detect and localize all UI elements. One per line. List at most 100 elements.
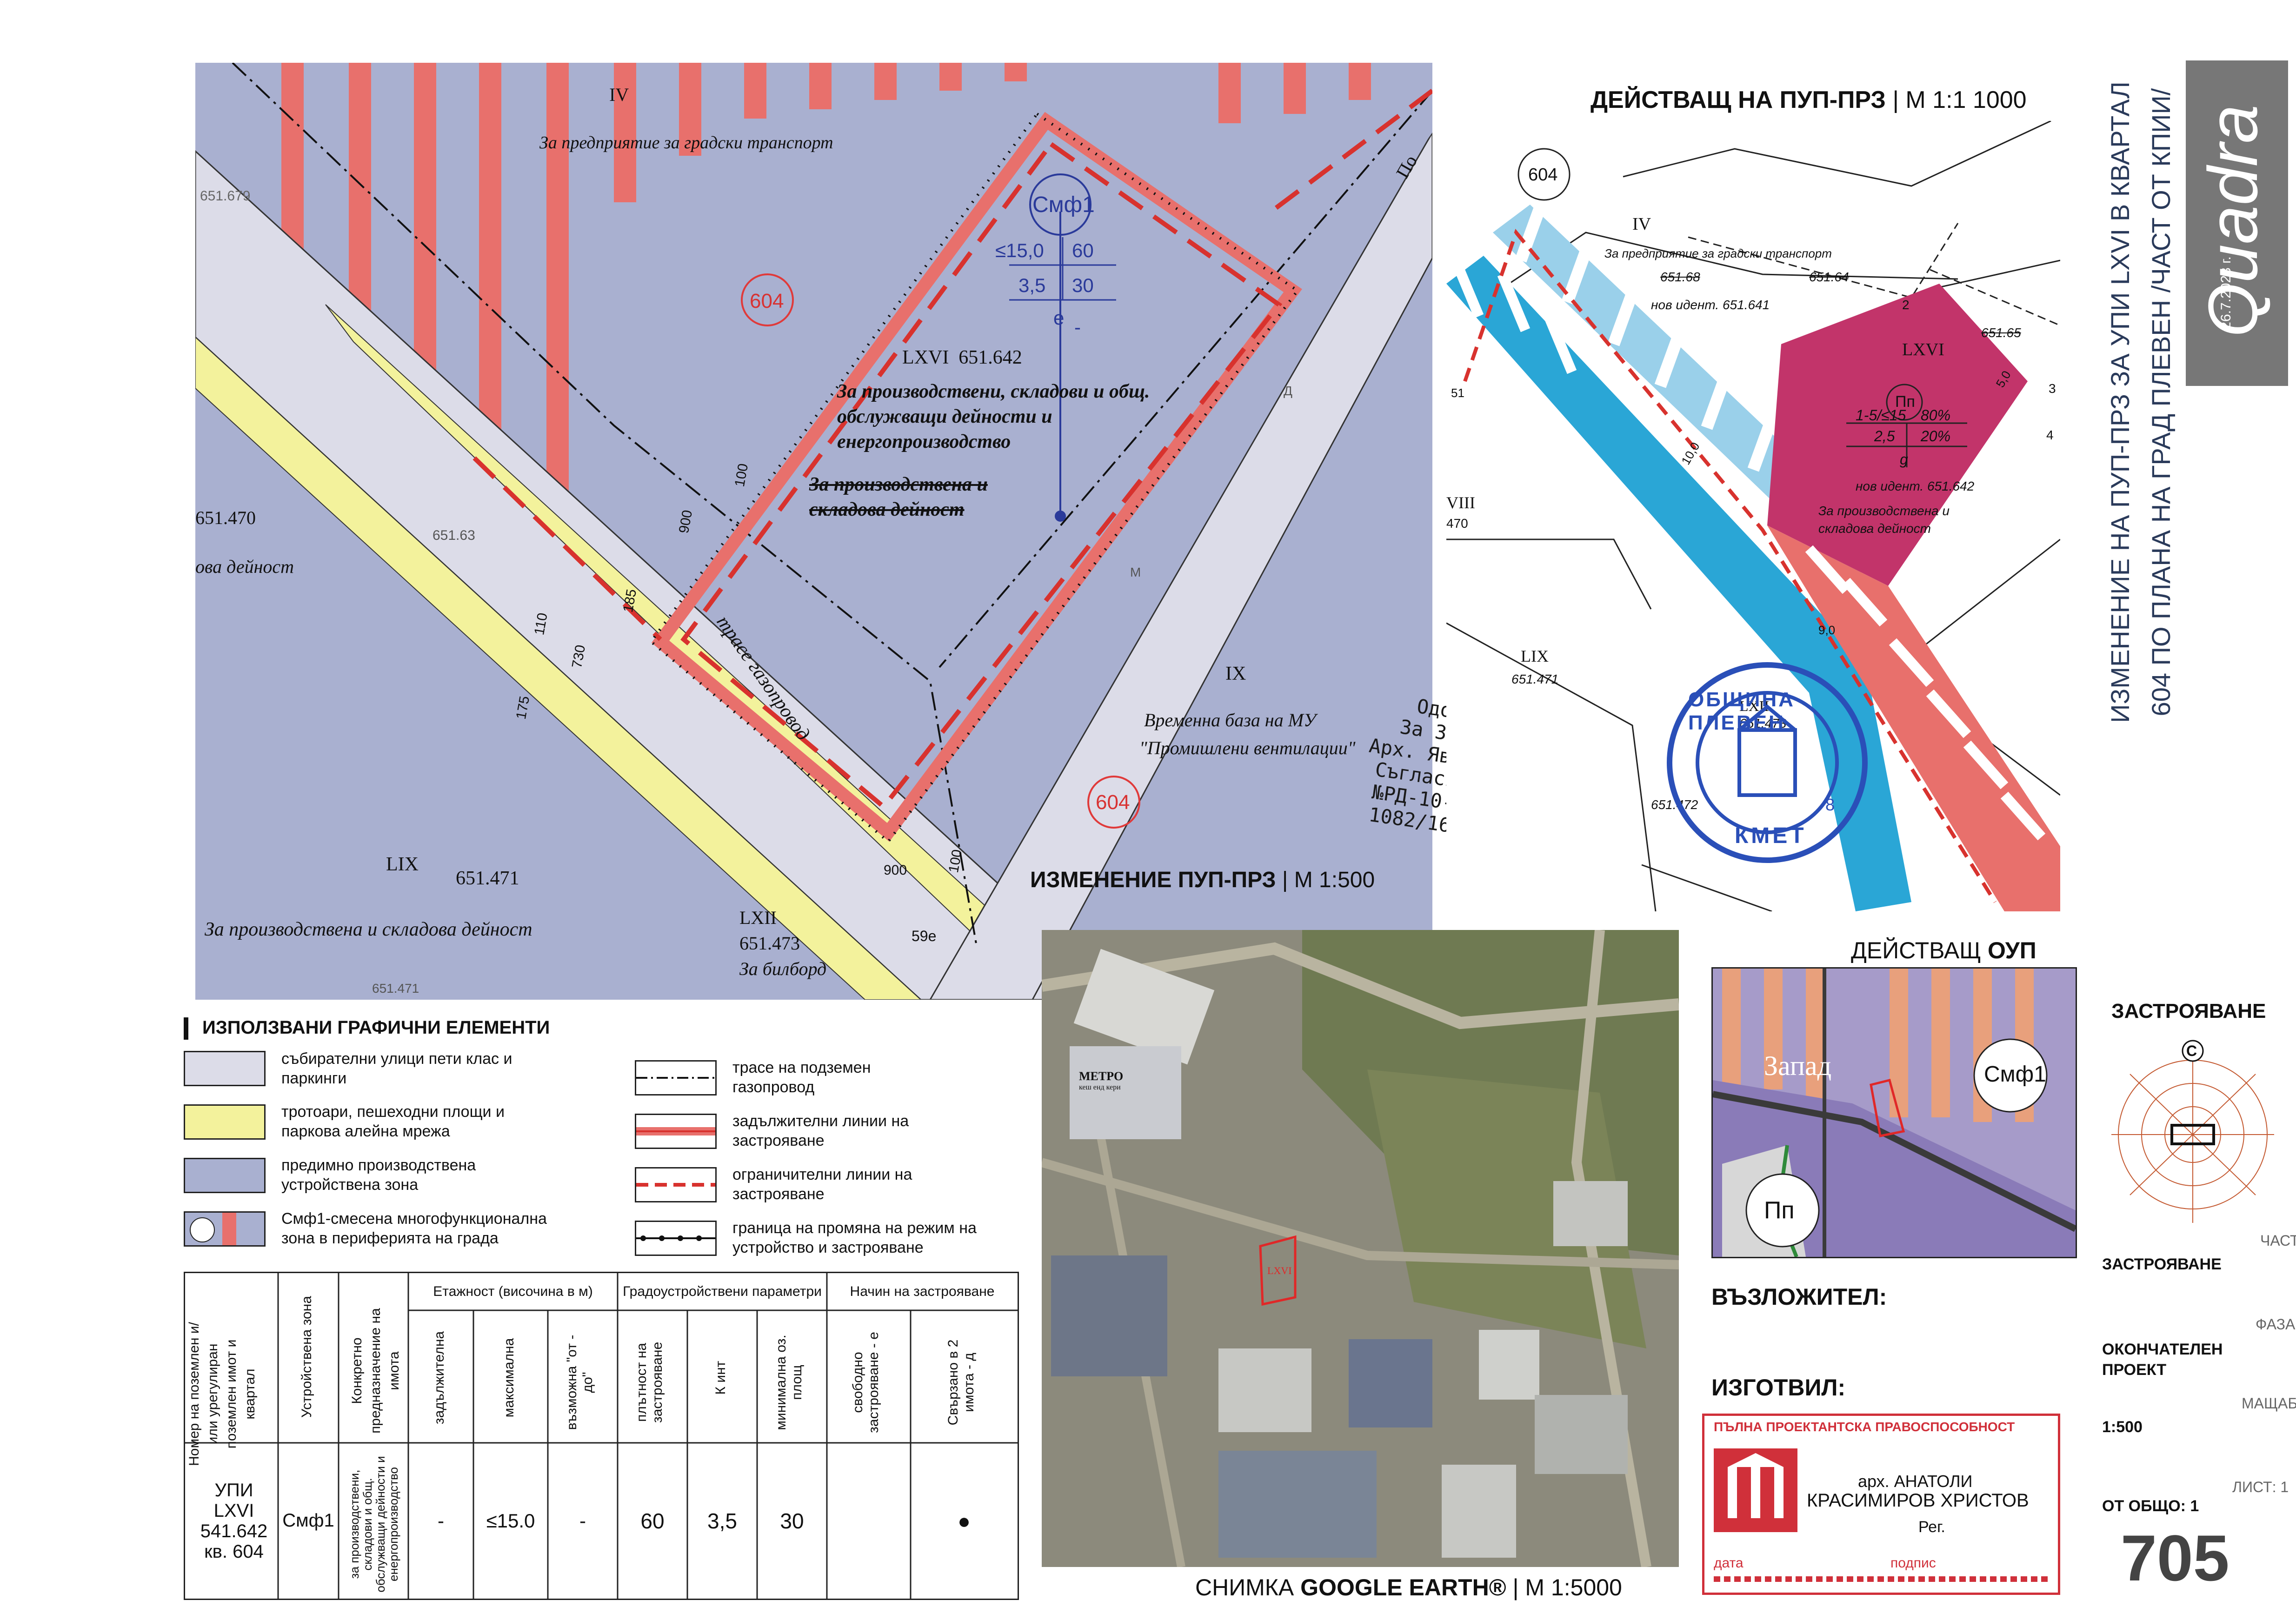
td-free bbox=[827, 1443, 911, 1599]
th-green: минимална оз. площ bbox=[773, 1335, 805, 1430]
designer-label: ИЗГОТВИЛ: bbox=[1711, 1374, 1846, 1401]
swatch-mandatory-line bbox=[635, 1114, 717, 1149]
oup-smf: Смф1 bbox=[1984, 1062, 2046, 1087]
td-mandatory: - bbox=[438, 1509, 444, 1532]
stamp-ring-text: ОБЩИНА ПЛЕВЕН bbox=[1688, 688, 1795, 734]
th-purpose: Конкретно предназначение на имота bbox=[349, 1308, 402, 1434]
lxii-label: LXII bbox=[739, 907, 777, 928]
zone-mode: е bbox=[1053, 307, 1065, 329]
td-kint: 3,5 bbox=[707, 1508, 737, 1533]
ex-new-id-651-641: нов идент. 651.641 bbox=[1651, 298, 1770, 312]
plot-purpose-new: За производствени, складови и общ. обслу… bbox=[837, 381, 1150, 452]
zone-height: ≤15,0 bbox=[995, 239, 1044, 261]
main-map[interactable]: IV За предприятие за градски транспорт 6… bbox=[195, 63, 1432, 1000]
oup-drawing bbox=[1713, 969, 2076, 1257]
scale-label: МАЩАБ bbox=[2242, 1395, 2296, 1412]
ex-pct-80: 80% bbox=[1921, 407, 1951, 424]
ex-c-651-471: 651.471 bbox=[1511, 672, 1559, 686]
total-label: ОТ ОБЩО: 1 bbox=[2102, 1497, 2199, 1515]
ex-num-4: 4 bbox=[2046, 428, 2054, 442]
ex-c-651-65: 651.65 bbox=[1981, 325, 2021, 340]
ex-purpose: За производствена и складова дейност bbox=[1818, 504, 1950, 536]
td-plot: УПИ LXVI 541.642 кв. 604 bbox=[200, 1480, 268, 1562]
compass-rose: С bbox=[2102, 1032, 2283, 1228]
satellite-caption: СНИМКА GOOGLE EARTH® | М 1:5000 bbox=[1195, 1574, 1622, 1600]
cadastre-651-471b: 651.471 bbox=[372, 981, 419, 996]
td-density: 60 bbox=[640, 1508, 665, 1533]
th-mandatory: задължителна bbox=[432, 1331, 447, 1425]
td-green: 30 bbox=[780, 1508, 804, 1533]
ex-dim-9: 9,0 bbox=[1818, 623, 1836, 637]
zone-density: 60 bbox=[1072, 239, 1094, 261]
ex-num-3: 3 bbox=[2049, 381, 2056, 396]
legend-item-4: Смф1-смесена многофункционална зона в пе… bbox=[281, 1210, 547, 1247]
ex-lix: LIX bbox=[1521, 647, 1549, 665]
main-title: ИЗМЕНЕНИЕ НА ПУП-ПРЗ ЗА УПИ LXVI В КВАРТ… bbox=[2105, 81, 2176, 723]
designer-logo bbox=[1714, 1448, 1797, 1532]
part-value: ЗАСТРОЯВАНЕ bbox=[2102, 1255, 2222, 1273]
th-floors: Етажност (височина в м) bbox=[433, 1284, 593, 1299]
brand-date: 26.7.2023 г. bbox=[2218, 256, 2234, 330]
legend-item-3: предимно производствена устройствена зон… bbox=[281, 1156, 476, 1194]
sheet-label: ЛИСТ: 1 bbox=[2232, 1479, 2289, 1495]
block-604-top: 604 bbox=[750, 290, 784, 312]
plot-purpose-old: За производствена и складова дейност bbox=[809, 474, 988, 520]
compass-drawing bbox=[2111, 1040, 2274, 1223]
swatch-street bbox=[184, 1051, 266, 1086]
existing-pup-scale: М 1:1 1000 bbox=[1905, 86, 2027, 113]
legend-title: ИЗПОЛЗВАНИ ГРАФИЧНИ ЕЛЕМЕНТИ bbox=[202, 1017, 550, 1038]
designer-capacity: ПЪЛНА ПРОЕКТАНТСКА ПРАВОСПОСОБНОСТ bbox=[1714, 1420, 2015, 1434]
legend-marker bbox=[184, 1017, 188, 1040]
satellite-image[interactable]: МЕТРО кеш енд кери LXVI bbox=[1042, 930, 1679, 1567]
scale-value: 1:500 bbox=[2102, 1418, 2143, 1436]
title-strip: ИЗМЕНЕНИЕ НА ПУП-ПРЗ ЗА УПИ LXVI В КВАРТ… bbox=[2100, 60, 2193, 744]
ex-letter-g: g bbox=[1900, 451, 1908, 468]
cadastre-651-471: 651.471 bbox=[456, 868, 519, 889]
existing-pup-title-text: ДЕЙСТВАЩ НА ПУП-ПРЗ bbox=[1591, 86, 1886, 113]
phase-label: ФАЗА bbox=[2256, 1316, 2296, 1333]
table-grid bbox=[185, 1273, 1018, 1599]
legend-panel: ИЗПОЛЗВАНИ ГРАФИЧНИ ЕЛЕМЕНТИ събирателни… bbox=[184, 1014, 1007, 1279]
stamp-strip bbox=[1714, 1576, 2049, 1582]
zone-green: 30 bbox=[1072, 274, 1094, 296]
assignor-label: ВЪЗЛОЖИТЕЛ: bbox=[1711, 1284, 1887, 1310]
ex-c-651-68: 651.68 bbox=[1660, 270, 1700, 284]
block-604-bottom: 604 bbox=[1096, 791, 1130, 814]
mixed-zone-stripes bbox=[281, 63, 1371, 495]
municipality-stamp: ОБЩИНА ПЛЕВЕН КМЕТ 8 bbox=[1660, 656, 1874, 870]
ex-zone-pp: Пп bbox=[1895, 393, 1915, 411]
oup-title-bold: ОУП bbox=[1987, 937, 2036, 963]
swatch-mixed-zone bbox=[184, 1211, 266, 1247]
change-pup-title-text: ИЗМЕНЕНИЕ ПУП-ПРЗ bbox=[1030, 868, 1276, 892]
legend-item-8: граница на промяна на режим на устройств… bbox=[732, 1219, 977, 1256]
satellite-caption-c: М 1:5000 bbox=[1525, 1574, 1622, 1600]
transport-label: За предприятие за градски транспорт bbox=[539, 133, 833, 153]
td-zone: Смф1 bbox=[282, 1510, 334, 1531]
plot-lxvi-label: LXVI 651.642 bbox=[902, 347, 1022, 368]
swatch-regime-border bbox=[635, 1221, 717, 1256]
built-heading: ЗАСТРОЯВАНЕ bbox=[2111, 1000, 2266, 1022]
oup-title-text: ДЕЙСТВАЩ bbox=[1851, 937, 1982, 963]
cadastre-651-473: 651.473 bbox=[739, 933, 800, 954]
oup-pp: Пп bbox=[1764, 1197, 1795, 1224]
existing-pup-title: ДЕЙСТВАЩ НА ПУП-ПРЗ | М 1:1 1000 bbox=[1591, 86, 2027, 113]
zone-code: Смф1 bbox=[1032, 193, 1095, 217]
compass-north: С bbox=[2186, 1042, 2197, 1059]
temp-base-label: Временна база на МУ bbox=[1144, 710, 1316, 730]
stamp-number: 8 bbox=[1825, 795, 1835, 814]
ex-dim-51: 51 bbox=[1451, 386, 1464, 400]
block-ix-label: IX bbox=[1225, 663, 1246, 684]
partial-activity-label: ова дейност bbox=[195, 556, 294, 577]
satellite-drawing bbox=[1042, 930, 1679, 1567]
oup-zapad: Запад bbox=[1764, 1050, 1832, 1081]
satellite-caption-a: СНИМКА bbox=[1195, 1574, 1301, 1600]
th-possible: възможна "от - до" bbox=[564, 1335, 595, 1430]
td-max: ≤15.0 bbox=[486, 1509, 535, 1532]
legend-item-2: тротоари, пешеходни площи и паркова алей… bbox=[281, 1103, 505, 1140]
ex-c-651-64: 651.64 bbox=[1809, 270, 1849, 284]
oup-map[interactable]: Запад Смф1 Пп bbox=[1711, 967, 2077, 1258]
zone-kint: 3,5 bbox=[1018, 274, 1046, 296]
existing-pup-map[interactable]: 604 IV За предприятие за градски транспо… bbox=[1446, 121, 2060, 911]
cadastre-651-679: 651.679 bbox=[200, 188, 251, 204]
zone-dash: - bbox=[1074, 316, 1081, 338]
